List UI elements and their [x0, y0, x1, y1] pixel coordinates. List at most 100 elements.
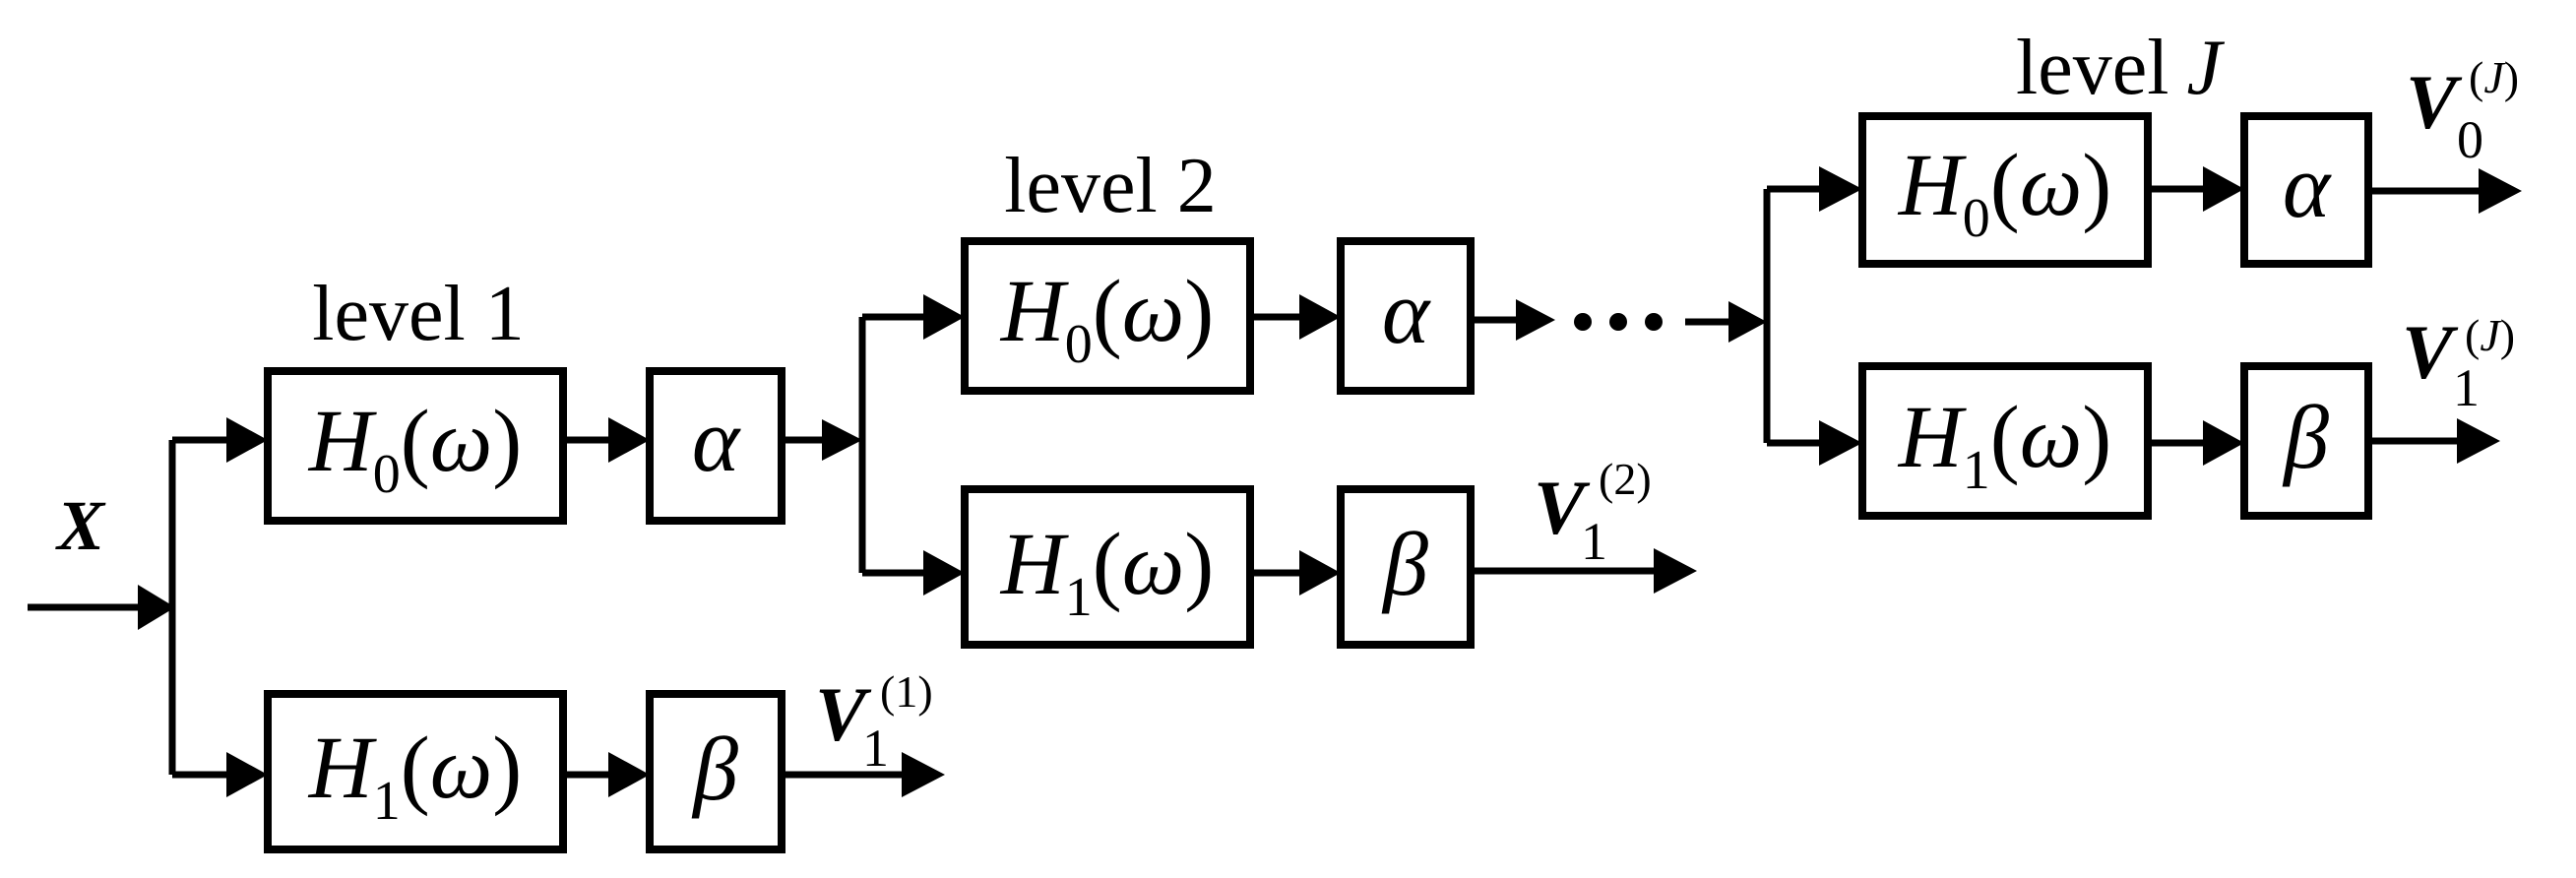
output-symbol: V	[2406, 59, 2463, 145]
filter-paren: (	[401, 393, 430, 490]
level2-h1-box	[961, 485, 1254, 649]
output-subscript: 1	[862, 719, 889, 778]
level2-title: level 2	[1004, 143, 1216, 229]
superscript-paren: (	[2469, 52, 2483, 102]
filter-paren: (	[1093, 516, 1122, 613]
filter-subscript: 1	[1963, 440, 1990, 501]
filter-symbol: H	[1000, 516, 1070, 613]
level1-h1-box	[264, 690, 567, 853]
output-label-v0-J: V 0 (J)	[2406, 52, 2519, 169]
filter-paren: )	[2082, 137, 2111, 234]
filter-omega: ω	[1122, 516, 1185, 613]
filter-paren: )	[2082, 389, 2111, 486]
output-symbol: V	[815, 671, 872, 757]
levelJ-alpha-label: α	[2283, 136, 2332, 236]
level2-h0-box	[961, 237, 1254, 395]
output-symbol: V	[2402, 309, 2459, 395]
filter-symbol: H	[308, 393, 378, 490]
ellipsis-dot	[1645, 313, 1663, 331]
output-subscript: 0	[2457, 110, 2483, 169]
filter-paren: )	[492, 720, 522, 817]
filter-subscript: 0	[373, 444, 401, 505]
level2-alpha-label: α	[1382, 262, 1431, 362]
filter-symbol: H	[1898, 389, 1968, 486]
level2-h0-label: H0(ω)	[1000, 263, 1215, 375]
output-subscript: 1	[2453, 358, 2480, 417]
arrowhead-output-v1-1	[902, 752, 945, 797]
input-arrowhead	[138, 585, 175, 630]
arrowhead-l1-h0	[226, 417, 268, 463]
ellipsis	[1574, 313, 1663, 331]
filter-omega: ω	[2020, 389, 2083, 486]
arrowhead-lJ-alpha	[2203, 166, 2244, 212]
filter-subscript: 0	[1963, 188, 1990, 249]
filter-paren: )	[1184, 516, 1214, 613]
superscript-paren: )	[2500, 310, 2515, 360]
filter-subscript: 1	[1065, 567, 1093, 628]
output-superscript: (1)	[880, 666, 933, 717]
levelJ-h1-label: H1(ω)	[1898, 389, 2112, 501]
output-label-v1-J: V 1 (J)	[2402, 309, 2515, 417]
filter-paren: (	[1990, 389, 2020, 486]
output-superscript: (J)	[2465, 310, 2515, 360]
filter-paren: (	[1093, 263, 1122, 360]
arrowhead-l2-alpha	[1299, 294, 1341, 340]
arrowhead-l2-beta	[1299, 550, 1341, 596]
arrowhead-to-splitJ	[1728, 301, 1767, 343]
level2-h1-label: H1(ω)	[1000, 516, 1215, 628]
levelJ-alpha-box	[2240, 112, 2372, 268]
levelJ-h1-box	[1858, 362, 2152, 520]
level1-alpha-box	[646, 367, 785, 525]
filter-paren: )	[1184, 263, 1214, 360]
level1-title: level 1	[312, 271, 524, 357]
ellipsis-dot	[1574, 313, 1592, 331]
superscript-var: J	[2480, 310, 2502, 360]
superscript-paren: (	[2465, 310, 2480, 360]
arrowhead-lJ-h0	[1819, 166, 1862, 212]
arrowhead-to-split2	[822, 419, 862, 461]
arrowhead-l1-h1	[226, 752, 268, 797]
ellipsis-dot	[1609, 313, 1627, 331]
input-label-x: X	[55, 486, 106, 565]
filter-omega: ω	[430, 393, 493, 490]
level2-alpha-box	[1337, 237, 1475, 395]
filter-symbol: H	[1000, 263, 1070, 360]
arrowhead-lJ-beta	[2203, 420, 2244, 466]
level1-beta-box	[646, 690, 785, 853]
output-label-v1-2: V 1 (2)	[1534, 454, 1652, 571]
arrowhead-l1-beta	[608, 752, 650, 797]
filter-subscript: 1	[373, 771, 401, 832]
arrowhead-output-v1-2	[1654, 548, 1697, 594]
filter-paren: (	[401, 720, 430, 817]
filter-paren: )	[492, 393, 522, 490]
arrowhead-l2-h0	[923, 294, 965, 340]
output-superscript: (2)	[1599, 454, 1652, 504]
superscript-var: J	[2483, 52, 2506, 102]
levelJ-beta-box	[2240, 362, 2372, 520]
blocks	[264, 112, 2372, 853]
filter-symbol: H	[1898, 137, 1968, 234]
arrowhead-lJ-h1	[1819, 420, 1862, 466]
levelJ-h0-box	[1858, 112, 2152, 268]
arrowhead-output-v0-J	[2479, 168, 2522, 214]
filter-subscript: 0	[1065, 314, 1093, 375]
output-label-v1-1: V 1 (1)	[815, 666, 933, 778]
level1-h1-label: H1(ω)	[308, 720, 523, 832]
superscript-paren: )	[2504, 52, 2519, 102]
levelJ-beta-label: β	[2282, 387, 2329, 487]
level1-alpha-label: α	[692, 390, 741, 490]
level1-beta-label: β	[691, 719, 738, 819]
level1-h0-label: H0(ω)	[308, 393, 523, 505]
level2-beta-box	[1337, 485, 1475, 649]
arrowhead-output-v1-J	[2457, 418, 2500, 464]
levelJ-title-prefix: level	[2016, 25, 2168, 111]
arrowhead-to-dots	[1516, 299, 1555, 341]
level1-h0-box	[264, 367, 567, 525]
arrowhead-l2-h1	[923, 550, 965, 596]
filter-symbol: H	[308, 720, 378, 817]
arrowhead-l1-alpha	[608, 417, 650, 463]
filter-omega: ω	[2020, 137, 2083, 234]
output-superscript: (J)	[2469, 52, 2519, 102]
